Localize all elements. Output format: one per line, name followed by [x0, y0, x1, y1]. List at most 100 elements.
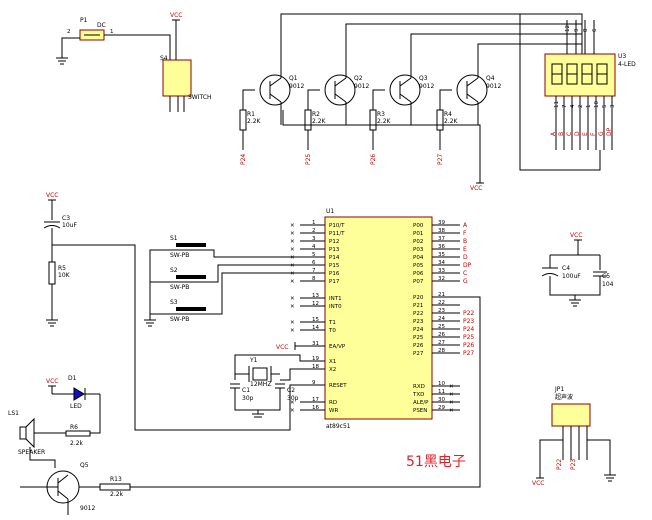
- mcu-left-pin-name: X2: [329, 367, 336, 373]
- mcu-left-pin-name: INT0: [329, 304, 342, 310]
- decoupling-c4-ref: C4: [562, 265, 570, 272]
- mcu-left-pin-name: P14: [329, 255, 340, 261]
- mcu-right-pin-num: 10: [438, 381, 445, 387]
- mcu-right-pin-stub: ✕: [449, 392, 454, 398]
- mcu-right-pin-name: P23: [413, 319, 424, 325]
- mcu-left-pin-stub: ✕: [290, 328, 295, 334]
- display-top-pin-num: 8: [583, 28, 589, 32]
- display-bottom-net: C: [566, 132, 573, 136]
- display-bottom-net: B: [558, 132, 565, 136]
- mcu-left-pin-num: 8: [312, 276, 316, 282]
- mcu-left-pin-stub: ✕: [290, 271, 295, 277]
- mcu-right-pin-stub: ✕: [449, 384, 454, 390]
- led-d1: VCC D1 LED: [46, 375, 101, 410]
- mcu-right-pin-name: P06: [413, 271, 424, 277]
- mcu-right-pin-num: 24: [438, 316, 445, 322]
- mcu-left-pin-name: T1: [328, 320, 336, 326]
- mcu-right-pin-name: P24: [413, 327, 424, 333]
- button-ref: S3: [170, 299, 178, 306]
- button-type: SW-PB: [170, 316, 189, 323]
- buzzer-transistor-ref: Q5: [80, 462, 89, 469]
- digit-resistor-value: 2.2K: [247, 118, 262, 125]
- digit-resistor-ref: R2: [312, 111, 320, 118]
- mcu-right-pin-net: P25: [463, 334, 474, 341]
- display-top-pin-num: 12: [565, 25, 571, 32]
- mcu-right-pin-name: TXD: [412, 392, 424, 398]
- digit-transistor-body: [324, 74, 356, 106]
- digit-transistor-ref: Q4: [486, 75, 495, 82]
- mcu-left-pin-name: INT1: [329, 296, 342, 302]
- mcu-left-pin-name: RESET: [329, 383, 347, 389]
- mcu-right-pin-net: G: [463, 278, 468, 285]
- mcu-right-pin-name: P21: [413, 303, 423, 309]
- display-bottom-pin-num: 5: [602, 104, 608, 108]
- switch-body: [162, 59, 192, 97]
- display-bottom-pin-num: 7: [562, 104, 568, 108]
- header-ref: JP1: [554, 386, 564, 393]
- crystal-cap1-value: 30p: [242, 395, 254, 402]
- mcu-left-pin-num: 16: [312, 405, 319, 411]
- vcc-emitter-bus: VCC: [282, 110, 484, 192]
- mcu-left-pin-stub: ✕: [290, 239, 295, 245]
- buzzer-res-value: 2.2k: [110, 491, 124, 498]
- mcu-left-pin-stub: ✕: [290, 296, 295, 302]
- mcu-right-pin-net: F: [463, 230, 467, 237]
- mcu-right-pin-num: 30: [438, 397, 445, 403]
- mcu-left-pin-num: 17: [312, 397, 319, 403]
- vcc-label-ea: VCC: [276, 344, 288, 351]
- mcu-right-pin-name: P26: [413, 343, 424, 349]
- mcu-left-pin-name: T0: [328, 328, 336, 334]
- mcu-left-pin-name: WR: [329, 408, 338, 414]
- mcu-right-pin-num: 23: [438, 308, 445, 314]
- mcu-left-pin-stub: ✕: [290, 223, 295, 229]
- digit-resistor-value: 2.2K: [444, 118, 459, 125]
- digit-resistor-net: P25: [305, 154, 312, 165]
- power-jack-p1: P1 DC 2 1: [56, 17, 171, 65]
- decoupling-caps: VCC C4 100uF C5 104: [541, 232, 614, 307]
- display-bottom-pin-num: 1: [586, 105, 592, 109]
- mcu-right-pin-name: ALE/P: [413, 400, 429, 406]
- display-name: 4-LED: [618, 61, 636, 68]
- mcu-left-pin-num: 4: [312, 244, 316, 250]
- header-name: 超声波: [555, 393, 573, 401]
- digit-transistor-part: 9012: [289, 83, 304, 90]
- mcu-left-pin-name: P17: [329, 279, 340, 285]
- mcu-left-pin-name: P13: [329, 247, 340, 253]
- reset-res-value: 10K: [58, 272, 71, 279]
- display-bottom-net: A: [550, 131, 557, 136]
- digit-transistor-body: [456, 74, 488, 106]
- mcu-right-pin-net: P26: [463, 342, 474, 349]
- mcu-left-pin-num: 19: [312, 356, 319, 362]
- mcu-left-pin-name: EA/VP: [329, 344, 346, 350]
- speaker-type: SPEAKER: [18, 449, 45, 456]
- mcu-right-pin-num: 36: [438, 244, 445, 250]
- reset-cap-ref: C3: [62, 215, 70, 222]
- mcu-right-pin-net: P24: [463, 326, 474, 333]
- mcu-right-pin-name: P27: [413, 351, 424, 357]
- switch-ref: S4: [160, 55, 168, 62]
- display-bottom-pin-num: 4: [570, 104, 576, 108]
- mcu-left-pin-num: 15: [312, 317, 319, 323]
- mcu-left-pin-stub: ✕: [290, 279, 295, 285]
- digit-base-resistor: [304, 109, 312, 131]
- wire-jack-to-switch: [104, 34, 171, 60]
- mcu-left-pin-num: 5: [312, 252, 316, 258]
- led-ref: D1: [68, 375, 77, 382]
- button-actuator: [176, 243, 206, 247]
- ea-vcc: VCC: [276, 342, 325, 351]
- digit-transistor-ref: Q3: [419, 75, 428, 82]
- mcu-right-pin-name: P01: [413, 231, 423, 237]
- display-top-pin-num: 6: [592, 28, 598, 32]
- display-ref: U3: [618, 53, 626, 60]
- display-bottom-net: E: [582, 132, 589, 136]
- mcu-left-pin-num: 14: [312, 325, 319, 331]
- crystal-value: 12MHZ: [250, 381, 271, 388]
- header-net-1: P22: [556, 459, 563, 470]
- mcu-right-pin-num: 39: [438, 220, 445, 226]
- mcu-right-pin-name: P00: [413, 223, 424, 229]
- mcu-left-pin-num: 13: [312, 293, 319, 299]
